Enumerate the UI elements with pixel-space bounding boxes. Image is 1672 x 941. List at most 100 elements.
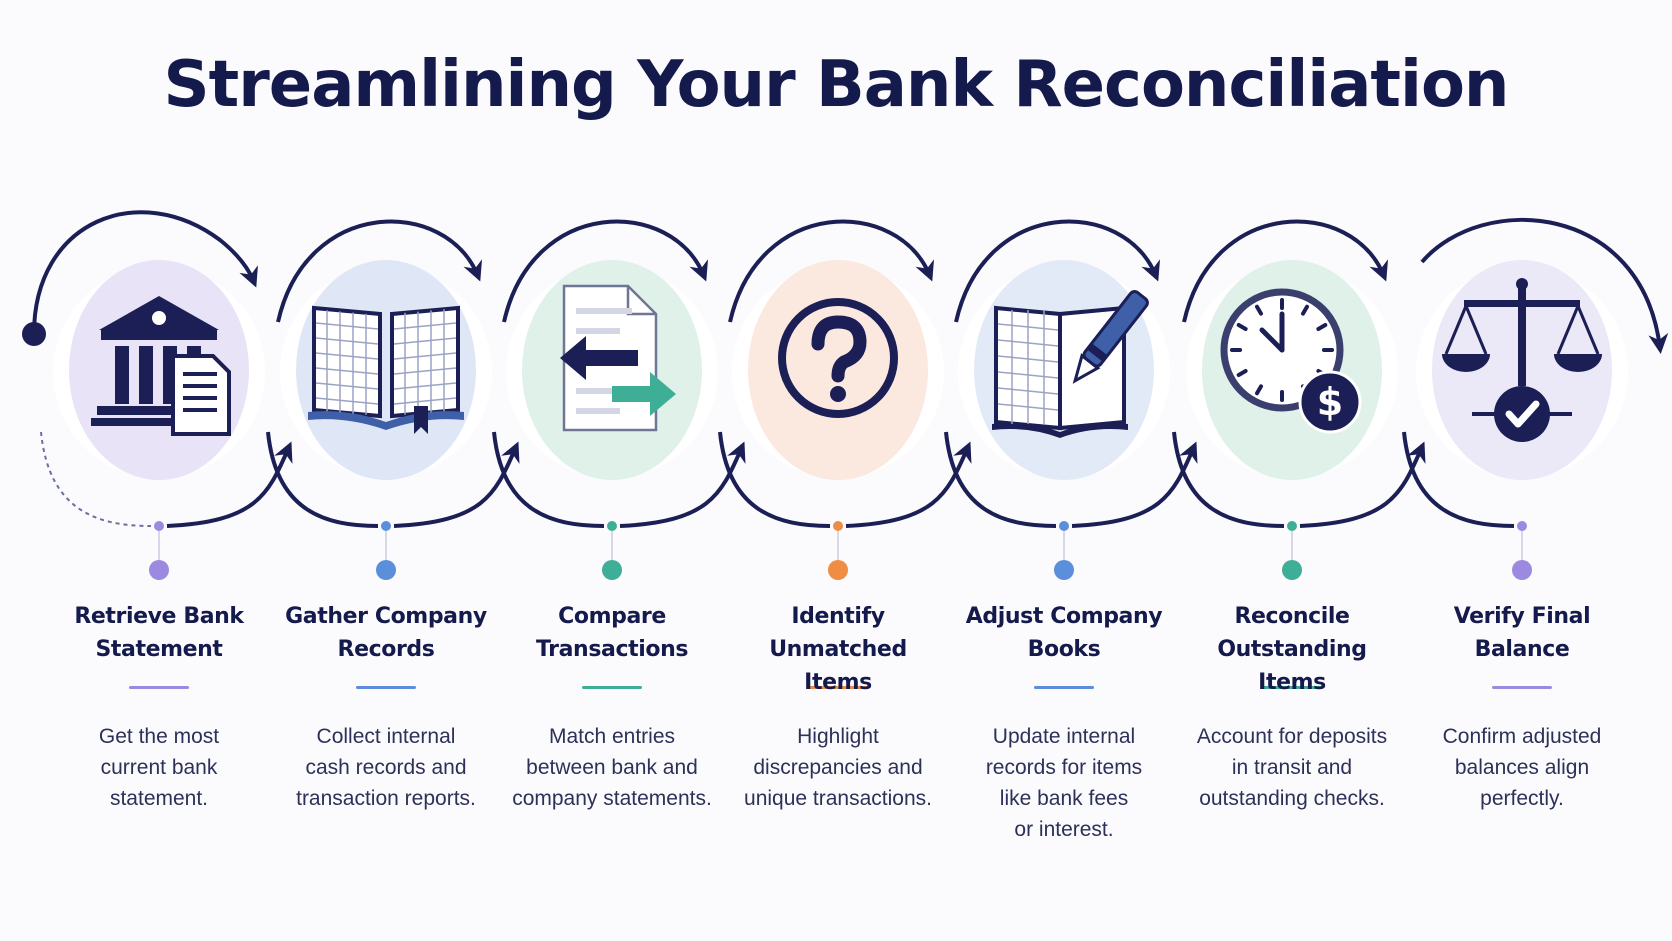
flow-arc-lower-left: [492, 431, 605, 528]
step-connector-dot: [154, 521, 164, 531]
step-marker-dot: [1282, 560, 1302, 580]
step-description-line: Collect internal: [316, 725, 456, 748]
step-node-5: [958, 260, 1170, 580]
flow-arc-lower-left: [718, 431, 831, 528]
flow-arc-lower-left: [1402, 431, 1515, 528]
step-description-line: between bank and: [526, 756, 698, 779]
step-node-1: [53, 260, 265, 580]
step-description-line: like bank fees: [999, 787, 1129, 810]
step-description-line: Get the most: [98, 725, 220, 748]
flow-arrow-upper: [502, 219, 708, 323]
bank-building-icon: [91, 296, 231, 436]
step-connector-dot: [833, 521, 843, 531]
step-description-line: current bank: [100, 756, 218, 779]
step-description-line: company statements.: [512, 787, 712, 810]
step-connector-dot: [1517, 521, 1527, 531]
step-description-line: balances align: [1454, 756, 1590, 779]
flow-arrow-upper: [276, 219, 482, 323]
flow-arrow-lower: [1071, 441, 1198, 528]
flow-arrow-lower: [1299, 441, 1426, 528]
flow-arc-lower-left: [266, 431, 379, 528]
flow-arrow-upper: [728, 219, 934, 323]
step-connector-dot: [607, 521, 617, 531]
step-marker-dot: [828, 560, 848, 580]
step-node-4: [732, 260, 944, 580]
step-title-line: Unmatched Items: [769, 637, 907, 695]
flow-arc-lower-left: [944, 431, 1057, 528]
step-description-line: Confirm adjusted: [1442, 725, 1602, 748]
step-description: Account for deposits in transit and outsta…: [1187, 721, 1397, 814]
flow-arrow-lower: [845, 441, 972, 528]
step-description-line: in transit and: [1231, 756, 1353, 779]
step-connector-dot: [381, 521, 391, 531]
open-ledger-book-icon: [308, 305, 464, 434]
step-description-line: records for items: [985, 756, 1143, 779]
step-marker-dot: [1512, 560, 1532, 580]
step-description-line: transaction reports.: [296, 787, 476, 810]
step-underline: [1492, 686, 1552, 689]
compare-documents-icon: [560, 284, 676, 432]
clock-dollar-icon: $: [1220, 288, 1362, 434]
step-description-line: or interest.: [1014, 818, 1114, 841]
flow-arrow-lower: [619, 441, 746, 528]
flow-arrow-upper: [954, 219, 1160, 323]
step-connector-dot: [1287, 521, 1297, 531]
flow-arc-lower-left: [1172, 431, 1285, 528]
flow-arrow-lower: [166, 441, 293, 528]
step-node-2: [280, 260, 492, 580]
step-title-line: Retrieve Bank: [74, 604, 244, 629]
step-description: Confirm adjusted balances align perfectly.: [1417, 721, 1627, 814]
step-marker-dot: [376, 560, 396, 580]
page-title: Streamlining Your Bank Reconciliation: [163, 48, 1510, 122]
step-title-line: Identify: [791, 604, 885, 629]
step-underline: [808, 686, 868, 689]
step-title-line: Books: [1027, 637, 1101, 662]
step-description-line: unique transactions.: [744, 787, 932, 810]
flow-arc-lower-left: [40, 431, 152, 527]
step-node-7: [1416, 260, 1628, 580]
step-marker-dot: [602, 560, 622, 580]
step-description-line: perfectly.: [1480, 787, 1564, 810]
step-underline: [1034, 686, 1094, 689]
step-underline: [356, 686, 416, 689]
step-connector-dot: [1059, 521, 1069, 531]
step-title-line: Balance: [1474, 637, 1570, 662]
step-node-6: $: [1186, 260, 1398, 580]
step-description-line: outstanding checks.: [1199, 787, 1385, 810]
flow-arrow-upper: [1182, 219, 1388, 323]
step-description-line: Highlight: [797, 725, 879, 748]
step-underline: [1262, 686, 1322, 689]
step-node-3: [506, 260, 718, 580]
step-underline: [582, 686, 642, 689]
step-title-line: Adjust Company: [965, 604, 1163, 629]
step-title-line: Reconcile: [1234, 604, 1350, 629]
step-description: Get the most current bank statement.: [54, 721, 264, 814]
step-description-line: Match entries: [548, 725, 676, 748]
question-mark-icon: [778, 298, 898, 418]
step-description-line: Account for deposits: [1196, 725, 1388, 748]
step-description: Match entries between bank and company sta…: [507, 721, 717, 814]
step-description-line: statement.: [109, 787, 209, 810]
flow-arrow-lower: [393, 441, 520, 528]
step-underline: [129, 686, 189, 689]
flow-arrow-upper: [32, 210, 258, 335]
flow-arrow-upper: [1420, 217, 1669, 354]
svg-text:$: $: [1317, 380, 1343, 424]
